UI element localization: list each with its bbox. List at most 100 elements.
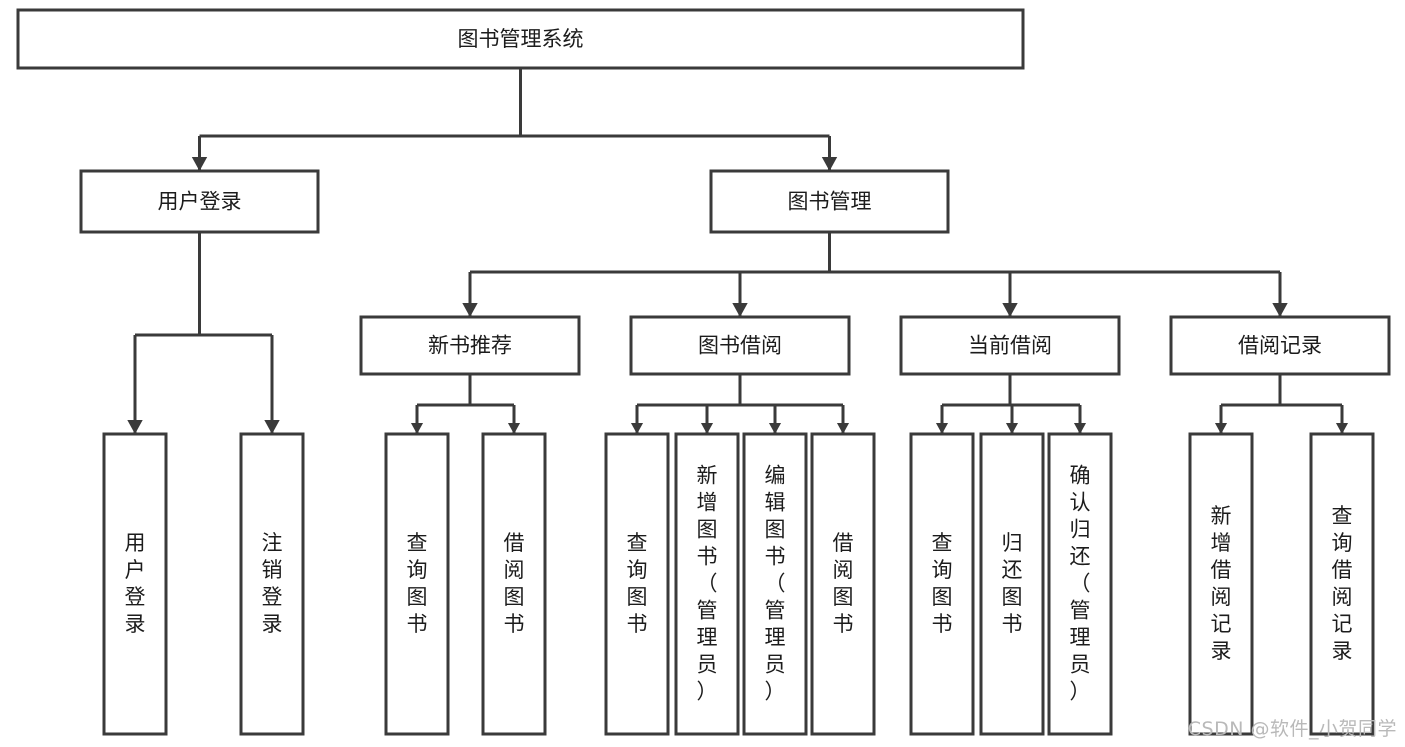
node-label-char: 增 bbox=[1211, 531, 1232, 555]
node-leaf-0[interactable]: 用户登录 bbox=[102, 432, 168, 736]
node-label-char: 员 bbox=[1070, 653, 1091, 677]
node-level3-2[interactable]: 当前借阅 bbox=[899, 315, 1121, 376]
node-label-char: 图 bbox=[504, 585, 525, 609]
node-label-char: 询 bbox=[932, 558, 953, 582]
node-label-char: 理 bbox=[765, 626, 786, 650]
node-box bbox=[674, 432, 740, 736]
node-label-char: 新 bbox=[697, 464, 718, 488]
node-label-char: 还 bbox=[1070, 545, 1091, 569]
node-label-char: 书 bbox=[932, 612, 953, 636]
node-label-char: 登 bbox=[125, 585, 146, 609]
node-label-char: ） bbox=[697, 680, 718, 704]
node-level2-1[interactable]: 图书管理 bbox=[709, 169, 950, 234]
node-box bbox=[239, 432, 305, 736]
node-label-char: 图 bbox=[1002, 585, 1023, 609]
node-label-char: ） bbox=[765, 680, 786, 704]
node-box bbox=[1188, 432, 1254, 736]
node-label-char: （ bbox=[1070, 572, 1091, 596]
node-label: 借阅记录 bbox=[1238, 334, 1322, 358]
node-box bbox=[79, 169, 320, 234]
node-label-char: 图 bbox=[765, 518, 786, 542]
node-label-char: （ bbox=[697, 572, 718, 596]
node-label-char: 录 bbox=[1332, 639, 1353, 663]
node-level2-0[interactable]: 用户登录 bbox=[79, 169, 320, 234]
node-label-char: 图 bbox=[697, 518, 718, 542]
node-label-char: 书 bbox=[765, 545, 786, 569]
node-level3-0[interactable]: 新书推荐 bbox=[359, 315, 581, 376]
node-box bbox=[1309, 432, 1375, 736]
node-label-char: 阅 bbox=[1332, 585, 1353, 609]
node-label-char: 辑 bbox=[765, 491, 786, 515]
node-label-char: 编 bbox=[765, 464, 786, 488]
node-label-char: 录 bbox=[125, 612, 146, 636]
arrow-head-icon bbox=[264, 420, 280, 434]
node-label-char: ） bbox=[1070, 680, 1091, 704]
node-root[interactable]: 图书管理系统 bbox=[16, 8, 1025, 70]
arrow-head-icon bbox=[410, 423, 424, 434]
arrow-head-icon bbox=[191, 157, 208, 171]
node-label-char: 书 bbox=[1002, 612, 1023, 636]
node-label-char: 图 bbox=[407, 585, 428, 609]
node-box bbox=[16, 8, 1025, 70]
node-box bbox=[909, 432, 975, 736]
arrow-head-icon bbox=[700, 423, 714, 434]
arrow-head-icon bbox=[1214, 423, 1228, 434]
node-box bbox=[979, 432, 1045, 736]
node-box bbox=[384, 432, 450, 736]
arrow-head-icon bbox=[1005, 423, 1019, 434]
arrow-head-icon bbox=[507, 423, 521, 434]
node-label-char: 询 bbox=[627, 558, 648, 582]
node-label-char: 查 bbox=[1332, 504, 1353, 528]
node-label-char: 管 bbox=[765, 599, 786, 623]
arrow-head-icon bbox=[836, 423, 850, 434]
node-label-char: 查 bbox=[407, 531, 428, 555]
node-label-char: 录 bbox=[1211, 639, 1232, 663]
node-level3-3[interactable]: 借阅记录 bbox=[1169, 315, 1391, 376]
node-label-char: 书 bbox=[407, 612, 428, 636]
node-label-char: 借 bbox=[833, 531, 854, 555]
node-label-char: 录 bbox=[262, 612, 283, 636]
node-label-char: 图 bbox=[627, 585, 648, 609]
node-level3-1[interactable]: 图书借阅 bbox=[629, 315, 851, 376]
arrow-head-icon bbox=[1335, 423, 1349, 434]
node-box bbox=[899, 315, 1121, 376]
node-label-char: 员 bbox=[765, 653, 786, 677]
node-box bbox=[481, 432, 547, 736]
node-label-char: 询 bbox=[407, 558, 428, 582]
node-label-char: 认 bbox=[1070, 491, 1091, 515]
node-box bbox=[629, 315, 851, 376]
node-label-char: 管 bbox=[1070, 599, 1091, 623]
node-label: 新书推荐 bbox=[428, 334, 512, 358]
node-label-char: 询 bbox=[1332, 531, 1353, 555]
node-box bbox=[810, 432, 876, 736]
node-label: 当前借阅 bbox=[968, 334, 1052, 358]
arrow-head-icon bbox=[1002, 303, 1018, 317]
node-box bbox=[1047, 432, 1113, 736]
node-label-char: 记 bbox=[1211, 612, 1232, 636]
node-layer: 图书管理系统用户登录图书管理新书推荐图书借阅当前借阅借阅记录用户登录注销登录查询… bbox=[16, 8, 1391, 736]
node-label-char: 归 bbox=[1070, 518, 1091, 542]
watermark-text: CSDN @软件_小贺同学 bbox=[1187, 718, 1397, 740]
arrow-head-icon bbox=[768, 423, 782, 434]
node-box bbox=[359, 315, 581, 376]
node-label: 图书管理 bbox=[788, 190, 872, 214]
arrow-head-icon bbox=[1073, 423, 1087, 434]
node-label-char: 理 bbox=[1070, 626, 1091, 650]
node-label-char: 确 bbox=[1070, 464, 1091, 488]
node-label-char: 书 bbox=[504, 612, 525, 636]
node-label-char: 登 bbox=[262, 585, 283, 609]
